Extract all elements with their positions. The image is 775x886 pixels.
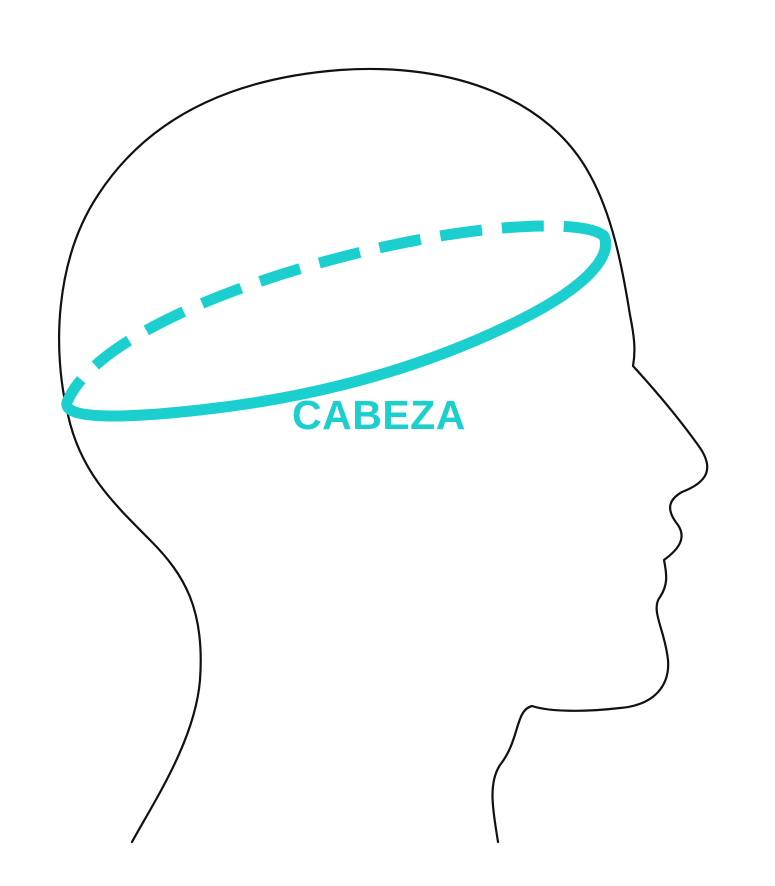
measure-ellipse-back-dashed bbox=[62, 220, 608, 403]
measure-ellipse-front-solid bbox=[61, 230, 611, 422]
head-outline-icon bbox=[58, 67, 709, 844]
measurement-label: CABEZA bbox=[292, 392, 466, 438]
